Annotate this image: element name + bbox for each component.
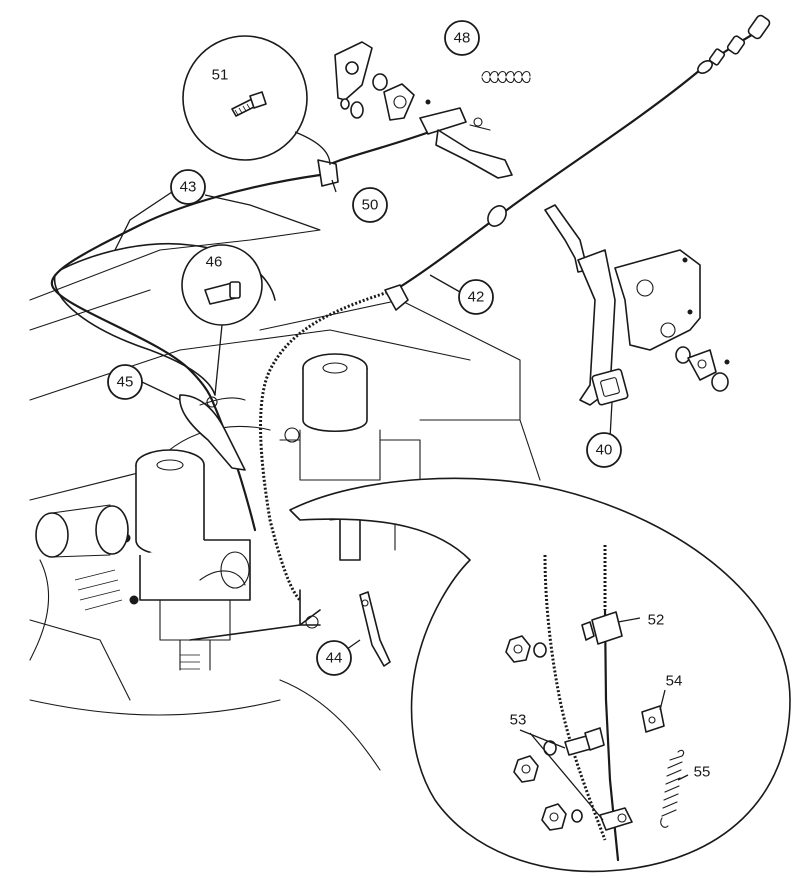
- callout-label-40: 40: [596, 442, 613, 459]
- callout-40: 40: [586, 432, 622, 468]
- carburettor-rear: [279, 353, 421, 481]
- callout-52: 52: [648, 612, 665, 629]
- callout-55: 55: [694, 764, 711, 781]
- accelerator-pedal: [544, 204, 730, 406]
- callout-label-53: 53: [510, 712, 527, 729]
- callout-45: 45: [107, 364, 143, 400]
- callout-label-52: 52: [648, 612, 665, 629]
- callout-label-46: 46: [206, 254, 223, 271]
- callout-51: 51: [212, 67, 229, 84]
- callout-42: 42: [458, 279, 494, 315]
- choke-lever-45: [179, 394, 246, 471]
- callout-48: 48: [444, 20, 480, 56]
- throttle-pedal-bracket-upper: [334, 41, 513, 179]
- callout-label-51: 51: [212, 67, 229, 84]
- callout-label-43: 43: [180, 179, 197, 196]
- callout-43: 43: [170, 169, 206, 205]
- callout-54: 54: [666, 673, 683, 690]
- callout-46: 46: [206, 254, 223, 271]
- accelerator-cable: [259, 14, 771, 602]
- detail-circle-46: [181, 244, 263, 396]
- callout-leaders: [114, 179, 613, 655]
- detail-circle-carb-linkage: [289, 477, 791, 873]
- callout-label-55: 55: [694, 764, 711, 781]
- callout-53: 53: [510, 712, 527, 729]
- lever-44: [359, 591, 391, 667]
- callout-label-44: 44: [326, 650, 343, 667]
- callout-label-54: 54: [666, 673, 683, 690]
- callout-44: 44: [316, 640, 352, 676]
- callout-50: 50: [352, 187, 388, 223]
- inlet-pipe: [35, 504, 129, 611]
- callout-label-42: 42: [468, 289, 485, 306]
- detail-circle-51: [182, 35, 331, 166]
- callout-label-50: 50: [362, 197, 379, 214]
- choke-cable: [50, 128, 437, 532]
- callout-label-45: 45: [117, 374, 134, 391]
- callout-label-48: 48: [454, 30, 471, 47]
- carburettor-front: [121, 449, 251, 671]
- spring-48: [481, 70, 531, 84]
